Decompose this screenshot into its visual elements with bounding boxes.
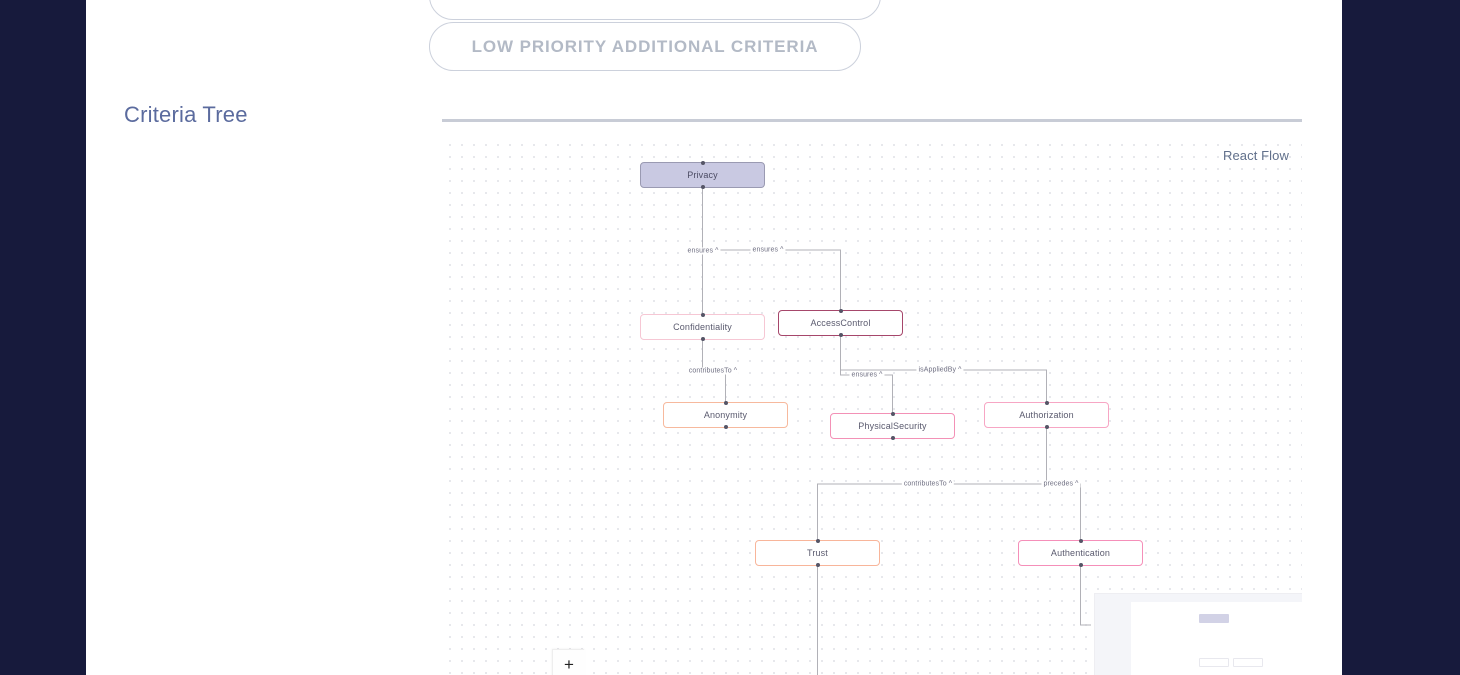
flow-edge-label: isAppliedBy ^ — [916, 366, 964, 374]
flow-node-privacy[interactable]: Privacy — [640, 161, 765, 189]
flow-node-confidentiality[interactable]: Confidentiality — [640, 313, 765, 341]
node-handle-bot[interactable] — [838, 333, 843, 337]
zoom-in-button[interactable]: + — [553, 650, 585, 675]
flow-edge-label: contributesTo ^ — [686, 367, 740, 375]
flow-edge-label: ensures ^ — [685, 247, 721, 255]
flow-edge-label: ensures ^ — [849, 371, 885, 379]
page-title: Criteria Tree — [124, 102, 248, 127]
node-handle-top[interactable] — [700, 161, 705, 165]
node-handle-bot[interactable] — [1078, 563, 1083, 567]
flow-node-label: Privacy — [687, 170, 718, 180]
flow-node-label: Confidentiality — [673, 322, 732, 332]
node-handle-top[interactable] — [723, 401, 728, 405]
flow-node-trust[interactable]: Trust — [755, 539, 880, 567]
flow-controls[interactable]: + — [552, 649, 585, 675]
low-priority-additional-criteria-pill[interactable]: Low Priority Additional Criteria — [429, 22, 861, 71]
flow-edge-label: precedes ^ — [1041, 480, 1081, 488]
section-divider — [442, 119, 1302, 122]
node-handle-bot[interactable] — [723, 425, 728, 429]
node-handle-top[interactable] — [838, 309, 843, 313]
flow-node-label: Authorization — [1019, 410, 1074, 420]
flow-edge-label: ensures ^ — [750, 246, 786, 254]
node-handle-top[interactable] — [1044, 401, 1049, 405]
flow-minimap[interactable] — [1094, 593, 1302, 675]
minimap-node — [1233, 658, 1263, 667]
page-canvas: Low Priority Additional Criteria Criteri… — [86, 0, 1342, 675]
minimap-node — [1199, 658, 1229, 667]
node-handle-bot[interactable] — [1044, 425, 1049, 429]
flow-node-label: AccessControl — [810, 318, 871, 328]
react-flow-attribution[interactable]: React Flow — [1222, 148, 1289, 163]
node-handle-top[interactable] — [815, 539, 820, 543]
flow-node-label: Authentication — [1050, 548, 1111, 558]
flow-node-label: Anonymity — [703, 410, 748, 420]
criteria-pill-partial[interactable] — [429, 0, 881, 20]
flow-node-label: PhysicalSecurity — [858, 421, 927, 431]
node-handle-top[interactable] — [700, 313, 705, 317]
flow-node-physicalsecurity[interactable]: PhysicalSecurity — [830, 412, 955, 440]
node-handle-bot[interactable] — [890, 436, 895, 440]
flow-node-label: Trust — [807, 548, 828, 558]
node-handle-top[interactable] — [890, 412, 895, 416]
flow-node-anonymity[interactable]: Anonymity — [663, 401, 788, 429]
flow-edge[interactable] — [1080, 566, 1092, 626]
minimap-node — [1199, 614, 1229, 623]
flow-node-authentication[interactable]: Authentication — [1018, 539, 1143, 567]
criteria-tree-flow-canvas[interactable]: ensures ^ ensures ^ contributesTo ^ ensures… — [443, 135, 1302, 675]
node-handle-bot[interactable] — [815, 563, 820, 567]
node-handle-bot[interactable] — [700, 185, 705, 189]
flow-edge-label: contributesTo ^ — [901, 480, 955, 488]
minimap-viewport[interactable] — [1131, 602, 1302, 675]
node-handle-top[interactable] — [1078, 539, 1083, 543]
flow-node-accesscontrol[interactable]: AccessControl — [778, 309, 903, 337]
flow-node-authorization[interactable]: Authorization — [984, 401, 1109, 429]
node-handle-bot[interactable] — [700, 337, 705, 341]
